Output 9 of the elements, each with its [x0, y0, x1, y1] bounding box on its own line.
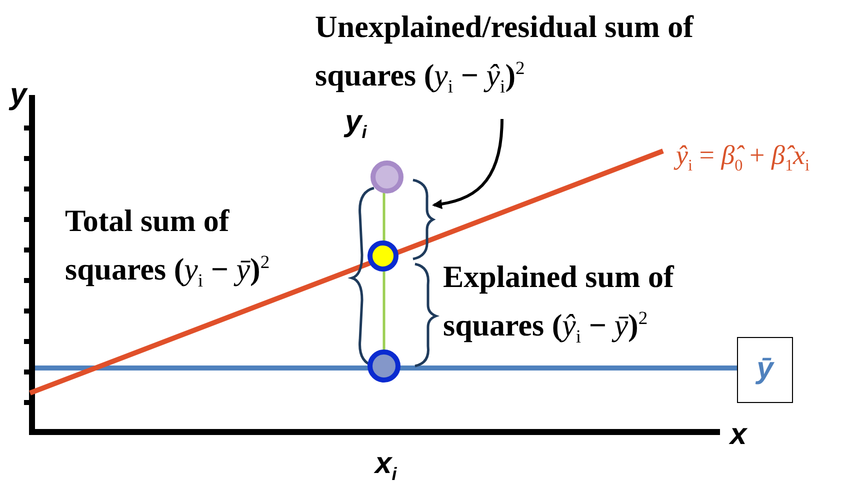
predictor-value-label: x$_{i}$ [375, 447, 397, 485]
regression-equation: ŷ$_{i}$ = β̂$_{0}$ + β̂$_{1}$x$_{i}$ [676, 140, 810, 176]
curved-arrow [432, 118, 504, 209]
total-sum-label: Total sum of squares (y$_{i}$ − ȳ)$^{2}$ [65, 202, 271, 294]
mean-box: ȳ [737, 337, 793, 403]
residual-brace [412, 178, 434, 260]
explained-sum-label: Explained sum of squares (ŷ$_{i}$ − ȳ)$^{2}$ [443, 258, 676, 350]
x-axis-label: x [730, 418, 747, 452]
y-axis-label: y [10, 78, 27, 112]
